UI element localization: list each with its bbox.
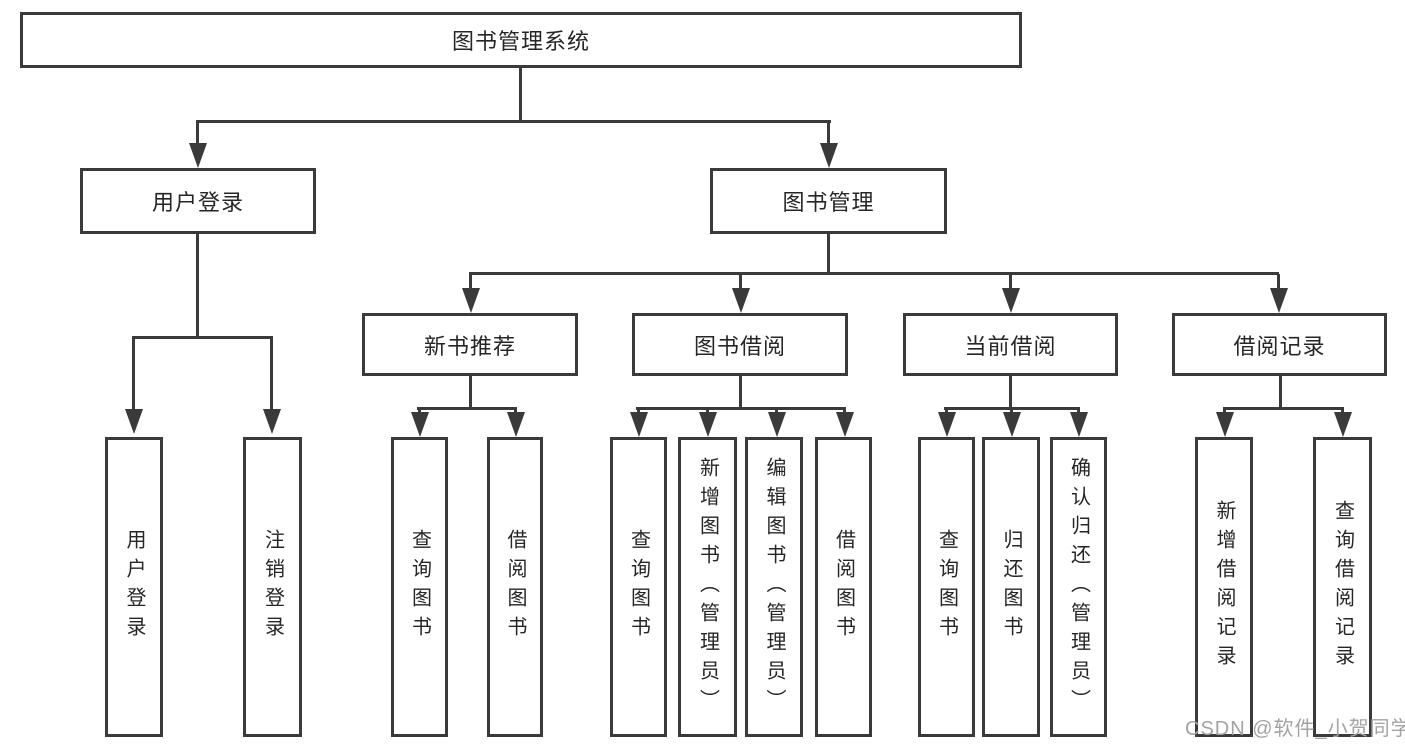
arrowhead-leaf-query-books-1 xyxy=(411,412,429,437)
leaf-query-books-recommendation-label: 查询图书 xyxy=(408,529,431,645)
arrowhead-leaf-user-login xyxy=(125,409,143,434)
leaf-borrow-books-borrowing-label: 借阅图书 xyxy=(832,529,855,645)
edge-root-to-book-management xyxy=(827,122,830,144)
edge-book-management-stem xyxy=(827,234,830,274)
edge-to-leaf-query-books-1 xyxy=(418,407,421,414)
node-new-book-recommendation: 新书推荐 xyxy=(362,313,578,376)
leaf-query-books-current: 查询图书 xyxy=(918,437,975,737)
node-user-login: 用户登录 xyxy=(80,168,316,234)
edge-user-login-split xyxy=(132,336,273,339)
leaf-return-book-label: 归还图书 xyxy=(1000,529,1022,645)
leaf-add-book-admin: 新增图书（管理员） xyxy=(678,437,737,737)
edge-to-leaf-borrow-books-2 xyxy=(843,407,846,414)
node-root-label: 图书管理系统 xyxy=(451,29,590,54)
arrowhead-leaf-add-record xyxy=(1216,412,1234,437)
arrowhead-leaf-confirm-return xyxy=(1070,412,1088,437)
edge-borrowing-split xyxy=(636,407,845,410)
leaf-add-borrow-record: 新增借阅记录 xyxy=(1195,437,1253,737)
edge-to-leaf-add-record xyxy=(1223,407,1226,414)
edge-to-current-borrowing xyxy=(1009,274,1012,290)
leaf-borrow-books-borrowing: 借阅图书 xyxy=(815,437,872,737)
edge-root-to-user-login xyxy=(196,122,199,144)
edge-to-leaf-query-books-2 xyxy=(637,407,640,414)
leaf-return-book: 归还图书 xyxy=(982,437,1040,737)
node-book-management: 图书管理 xyxy=(710,168,947,234)
arrowhead-borrowing-records xyxy=(1270,288,1288,313)
node-borrowing-records-label: 借阅记录 xyxy=(1233,333,1326,359)
arrowhead-leaf-query-record xyxy=(1334,412,1352,437)
arrowhead-leaf-query-books-2 xyxy=(630,412,648,437)
edge-to-new-book-recommendation xyxy=(469,274,472,290)
edge-to-leaf-edit-book xyxy=(775,407,778,414)
edge-to-leaf-confirm-return xyxy=(1077,407,1080,414)
arrowhead-leaf-borrow-books-2 xyxy=(836,412,854,437)
leaf-query-books-borrowing: 查询图书 xyxy=(610,437,667,737)
node-book-management-label: 图书管理 xyxy=(782,190,875,215)
edge-to-leaf-borrow-books-1 xyxy=(514,407,517,414)
edge-to-book-borrowing xyxy=(739,274,742,290)
edge-current-stem xyxy=(1009,376,1012,409)
node-book-borrowing-label: 图书借阅 xyxy=(693,333,786,359)
leaf-confirm-return-admin-label: 确认归还（管理员） xyxy=(1067,456,1090,718)
edge-book-management-split xyxy=(469,272,1279,275)
edge-to-leaf-user-login xyxy=(132,336,135,410)
arrowhead-book-borrowing xyxy=(732,288,750,313)
edge-to-leaf-query-record xyxy=(1341,407,1344,414)
leaf-query-borrow-record-label: 查询借阅记录 xyxy=(1331,500,1354,674)
node-current-borrowing-label: 当前借阅 xyxy=(964,333,1057,359)
node-book-borrowing: 图书借阅 xyxy=(632,313,848,376)
node-root: 图书管理系统 xyxy=(20,12,1022,68)
arrowhead-leaf-logout xyxy=(263,409,281,434)
arrowhead-new-book-recommendation xyxy=(462,288,480,313)
arrowhead-user-login xyxy=(189,143,207,168)
edge-recommendation-stem xyxy=(469,376,472,409)
leaf-add-book-admin-label: 新增图书（管理员） xyxy=(696,456,719,718)
leaf-borrow-books-recommendation-label: 借阅图书 xyxy=(504,529,526,645)
arrowhead-leaf-query-books-3 xyxy=(938,412,956,437)
edge-user-login-stem xyxy=(196,234,199,338)
edge-borrowing-stem xyxy=(739,376,742,409)
node-current-borrowing: 当前借阅 xyxy=(903,313,1118,376)
arrowhead-leaf-add-book xyxy=(699,412,717,437)
arrowhead-leaf-edit-book xyxy=(768,412,786,437)
arrowhead-current-borrowing xyxy=(1002,288,1020,313)
leaf-add-borrow-record-label: 新增借阅记录 xyxy=(1213,500,1235,674)
edge-to-borrowing-records xyxy=(1277,274,1280,290)
leaf-query-books-recommendation: 查询图书 xyxy=(391,437,448,737)
csdn-watermark: CSDN @软件_小贺同学 xyxy=(1185,718,1405,740)
leaf-edit-book-admin: 编辑图书（管理员） xyxy=(745,437,803,737)
edge-to-leaf-logout xyxy=(270,336,273,410)
edge-root-split xyxy=(196,120,831,123)
leaf-user-login-label: 用户登录 xyxy=(123,529,145,645)
leaf-logout: 注销登录 xyxy=(243,437,302,737)
node-borrowing-records: 借阅记录 xyxy=(1172,313,1387,376)
node-user-login-label: 用户登录 xyxy=(151,190,244,215)
edge-records-split xyxy=(1223,407,1344,410)
leaf-logout-label: 注销登录 xyxy=(261,529,284,645)
leaf-confirm-return-admin: 确认归还（管理员） xyxy=(1050,437,1107,737)
edge-records-stem xyxy=(1279,376,1282,409)
node-new-book-recommendation-label: 新书推荐 xyxy=(423,333,516,359)
arrowhead-leaf-borrow-books-1 xyxy=(507,412,525,437)
edge-root-stem xyxy=(519,68,522,122)
leaf-edit-book-admin-label: 编辑图书（管理员） xyxy=(763,456,785,718)
edge-to-leaf-query-books-3 xyxy=(945,407,948,414)
leaf-borrow-books-recommendation: 借阅图书 xyxy=(487,437,543,737)
edge-to-leaf-add-book xyxy=(706,407,709,414)
leaf-query-books-current-label: 查询图书 xyxy=(935,529,958,645)
edge-recommendation-split xyxy=(417,407,517,410)
leaf-query-borrow-record: 查询借阅记录 xyxy=(1313,437,1372,737)
arrowhead-book-management xyxy=(820,143,838,168)
edge-to-leaf-return-book xyxy=(1010,407,1013,414)
leaf-user-login: 用户登录 xyxy=(105,437,163,737)
arrowhead-leaf-return-book xyxy=(1003,412,1021,437)
leaf-query-books-borrowing-label: 查询图书 xyxy=(627,529,650,645)
